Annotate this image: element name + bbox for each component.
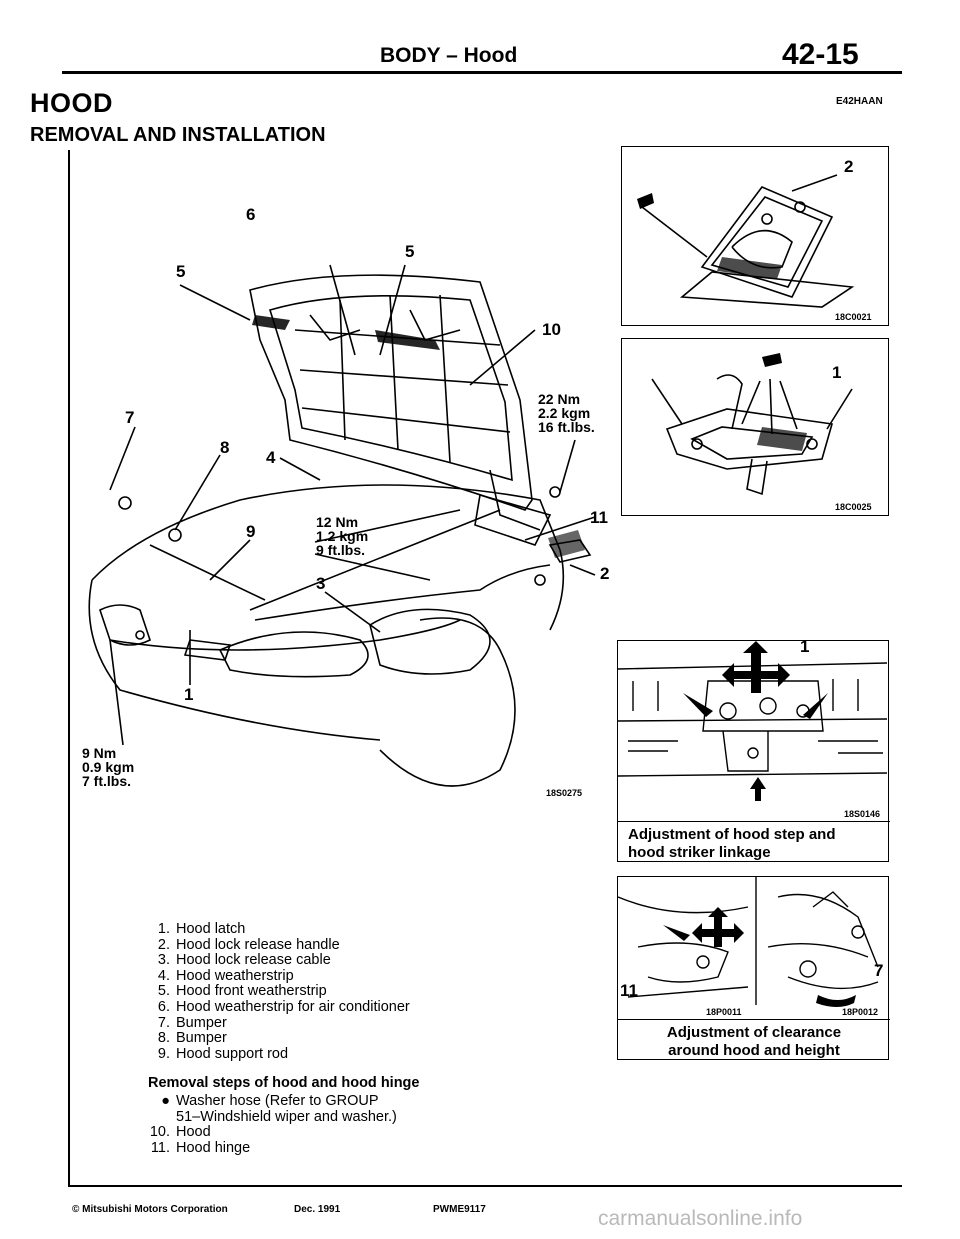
removal-step-text: Hood hinge [176,1139,251,1156]
callout-6: 6 [246,205,256,224]
removal-step-number: 10. [149,1124,170,1141]
footer-date: Dec. 1991 [294,1204,341,1215]
parts-list-number: 7. [157,1014,170,1031]
torque-hinge: 22 Nm 2.2 kgm 16 ft.lbs. [538,391,595,435]
parts-list-text: Hood weatherstrip [176,967,294,984]
callout-8: 8 [220,438,230,457]
removal-steps: ● Washer hose (Refer to GROUP 51–Windshi… [145,1093,397,1157]
inset-clearance-caption: Adjustment of clearance around hood and … [618,1019,890,1064]
removal-step-item: 10. Hood [145,1125,397,1141]
section-subtitle: REMOVAL AND INSTALLATION [30,124,326,146]
page-number: 42-15 [782,38,859,71]
parts-list-text: Hood support rod [176,1045,289,1062]
parts-list-item: 3. Hood lock release cable [145,953,410,969]
inset-top-callout-2: 2 [844,157,854,176]
removal-step-item: 11. Hood hinge [145,1139,397,1157]
parts-list-text: Hood lock release handle [176,936,340,953]
watermark: carmanualsonline.info [598,1207,803,1230]
removal-bullet-text: Washer hose (Refer to GROUP 51–Windshiel… [176,1093,397,1125]
parts-list-item: 1. Hood latch [145,921,410,938]
callout-4: 4 [266,448,276,467]
inset-striker-caption: Adjustment of hood step and hood striker… [618,821,890,866]
parts-list-number: 4. [157,967,170,984]
inset-latch-code: 18C0025 [835,502,872,512]
inset-clearance-adjustment: 11 7 18P0011 18P0012 Adjustment of clear… [617,876,890,1060]
footer-code: PWME9117 [433,1204,486,1215]
parts-list-item: 5. Hood front weatherstrip [145,984,410,1000]
callout-11: 11 [590,508,608,527]
parts-list-item: 7. Bumper [145,1014,410,1032]
section-title: HOOD [30,88,113,118]
parts-list-number: 1. [157,921,170,937]
callout-9: 9 [246,522,256,541]
callout-10: 10 [542,320,561,339]
inset-clearance-callout-11: 11 [620,981,638,1000]
parts-list-item: 4. Hood weatherstrip [145,967,410,985]
main-figure-code: 18S0275 [546,788,583,798]
removal-bullet: ● Washer hose (Refer to GROUP 51–Windshi… [145,1093,397,1125]
removal-step-text: Hood [176,1124,211,1141]
header-rule [62,71,902,74]
inset-latch-callout-1: 1 [832,363,842,382]
footer-copyright: © Mitsubishi Motors Corporation [72,1204,228,1215]
callout-5-right: 5 [405,242,415,261]
parts-list-item: 2. Hood lock release handle [145,936,410,954]
inset-striker-callout-1: 1 [800,637,810,656]
callout-5-left: 5 [176,262,186,281]
parts-list-item: 6. Hood weatherstrip for air conditioner [145,998,410,1016]
parts-list-text: Bumper [176,1014,227,1031]
callout-7: 7 [125,408,135,427]
parts-list-text: Bumper [176,1030,227,1047]
parts-list-text: Hood weatherstrip for air conditioner [176,998,410,1015]
bullet-icon: ● [161,1093,170,1109]
removal-step-number: 11. [150,1139,170,1156]
parts-list-number: 2. [157,936,170,953]
inset-top-code: 18C0021 [835,312,872,322]
inset-hood-latch: 1 18C0025 [621,338,889,516]
torque-support-rod: 12 Nm 1.2 kgm 9 ft.lbs. [316,514,369,558]
parts-list-number: 6. [157,998,170,1015]
parts-list-item: 9. Hood support rod [145,1045,410,1063]
hood-exploded-drawing [88,264,596,787]
inset-clearance-code-left: 18P0011 [706,1007,742,1017]
parts-list-text: Hood latch [176,921,246,937]
removal-steps-title: Removal steps of hood and hood hinge [148,1075,420,1091]
page-header-title: BODY – Hood [380,44,518,67]
inset-striker-adjustment: 1 18S0146 Adjustment of hood step and ho… [617,637,890,862]
parts-list-item: 8. Bumper [145,1031,410,1047]
callout-3: 3 [316,574,326,593]
torque-latch: 9 Nm 0.9 kgm 7 ft.lbs. [82,745,135,789]
parts-list-text: Hood lock release cable [176,952,331,969]
parts-list-number: 5. [157,983,170,1000]
frame-left-rule [68,150,70,1186]
inset-striker-code: 18S0146 [844,809,881,819]
callout-2: 2 [600,564,610,583]
frame-bottom-rule [68,1185,902,1187]
section-doc-code: E42HAAN [836,96,883,107]
callout-1: 1 [184,685,194,704]
inset-clearance-code-right: 18P0012 [842,1007,879,1017]
inset-release-handle: 2 18C0021 [621,146,889,326]
parts-list-text: Hood front weatherstrip [176,983,327,1000]
parts-list-number: 8. [157,1030,170,1047]
parts-list-number: 3. [157,952,170,969]
inset-clearance-callout-7: 7 [874,961,884,980]
main-illustration: 6 5 5 10 7 8 4 9 3 11 2 1 22 Nm 2.2 kgm … [80,170,620,810]
parts-list-number: 9. [157,1045,170,1062]
